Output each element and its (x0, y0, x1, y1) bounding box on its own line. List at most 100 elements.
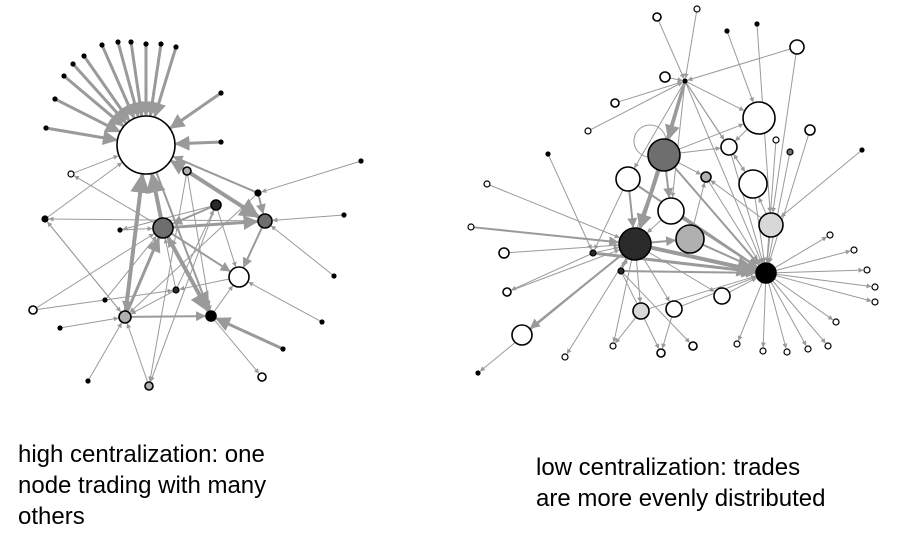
left-network-edge (36, 233, 155, 309)
left-network-node (99, 42, 105, 48)
left-network-edge (213, 319, 260, 374)
left-network-node (67, 170, 75, 178)
left-network-node (331, 273, 337, 279)
right-network-edge (648, 275, 756, 310)
right-network-node (742, 101, 776, 135)
right-network-node (759, 347, 767, 355)
left-network-node (182, 166, 192, 176)
left-network-edge (88, 322, 122, 380)
right-network-node (652, 12, 662, 22)
right-network-edge (770, 281, 807, 346)
low-centralization-network (467, 5, 879, 376)
right-network-edge (566, 257, 627, 355)
left-network-node (28, 305, 38, 315)
left-network-edge (64, 76, 125, 127)
left-network-edge (48, 216, 259, 222)
left-network-node (319, 319, 325, 325)
right-network-edge (708, 180, 761, 265)
right-network-node (483, 180, 491, 188)
right-network-edge (678, 123, 744, 150)
right-network-edge (764, 142, 777, 263)
left-network-edge (215, 317, 282, 350)
left-network-edge (270, 225, 333, 276)
right-network-node (618, 227, 652, 261)
left-network-node (280, 346, 286, 352)
right-network-edge (489, 184, 620, 239)
left-network-node (158, 41, 164, 47)
left-network-edge (145, 172, 166, 219)
right-network-edge (648, 251, 715, 292)
left-network-node (143, 41, 149, 47)
right-network-node (871, 298, 879, 306)
left-network-node (172, 286, 180, 294)
left-network-node (43, 125, 49, 131)
right-network-edge (727, 32, 754, 103)
right-network-node (561, 353, 569, 361)
right-network-edge (670, 82, 686, 198)
left-caption: high centralization: one node trading wi… (18, 439, 348, 532)
right-network-node (632, 302, 650, 320)
left-network-edge (166, 235, 210, 313)
right-network-edge (663, 170, 674, 199)
left-network-edge (121, 173, 144, 312)
right-network-edge (687, 48, 791, 82)
right-network-edge (510, 249, 620, 292)
right-network-node (610, 98, 620, 108)
right-network-edge (693, 182, 706, 226)
right-network-edge (773, 278, 834, 321)
left-network-edge (47, 126, 118, 146)
left-network-edge (125, 236, 161, 313)
left-network-node (116, 115, 176, 175)
left-network-node (341, 212, 347, 218)
right-network-edge (634, 82, 685, 169)
left-network-edge (176, 209, 214, 288)
right-network-node (850, 246, 858, 254)
high-centralization-network (28, 39, 364, 391)
right-network-node (700, 171, 712, 183)
left-network-node (257, 372, 267, 382)
right-network-edge (686, 81, 745, 111)
right-network-node (617, 267, 625, 275)
left-network-node (205, 310, 217, 322)
left-network-node (52, 96, 58, 102)
right-network-edge (780, 150, 861, 218)
right-network-edge (479, 253, 623, 372)
left-network-edge (217, 209, 237, 267)
left-network-edge (256, 195, 266, 215)
right-network-edge (775, 275, 872, 303)
right-network-edge (511, 253, 591, 291)
right-network-node (475, 370, 481, 376)
right-network-node (754, 21, 760, 27)
right-network-edge (735, 128, 748, 142)
left-network-edge (248, 281, 321, 322)
right-network-edge (661, 316, 673, 349)
right-network-edge (642, 257, 670, 302)
right-network-node (871, 283, 879, 291)
right-network-edge (737, 282, 763, 341)
left-network-edge (174, 135, 220, 151)
right-network-node (647, 138, 681, 172)
left-network-node (210, 199, 222, 211)
right-network-edge (650, 236, 677, 247)
right-network-edge (595, 251, 757, 278)
left-network-edge (189, 171, 260, 219)
right-network-edge (615, 316, 637, 344)
left-network-node (102, 297, 108, 303)
right-network-node (656, 348, 666, 358)
left-network-edge (172, 155, 256, 193)
left-network-edge (179, 278, 230, 291)
right-network-edge (650, 245, 758, 277)
right-network-node (804, 345, 812, 353)
right-network-node (688, 341, 698, 351)
left-network-edge (155, 171, 211, 312)
left-network-edges (36, 43, 360, 383)
left-network-edge (47, 162, 123, 218)
right-network-edge (635, 259, 643, 303)
right-network-edge (775, 273, 872, 289)
left-network-edge (148, 174, 187, 382)
right-network-edge (758, 197, 767, 215)
left-network-edge (129, 194, 257, 313)
left-network-node (218, 90, 224, 96)
right-network-node (615, 166, 641, 192)
left-caption-line-1: high centralization: one (18, 441, 265, 468)
